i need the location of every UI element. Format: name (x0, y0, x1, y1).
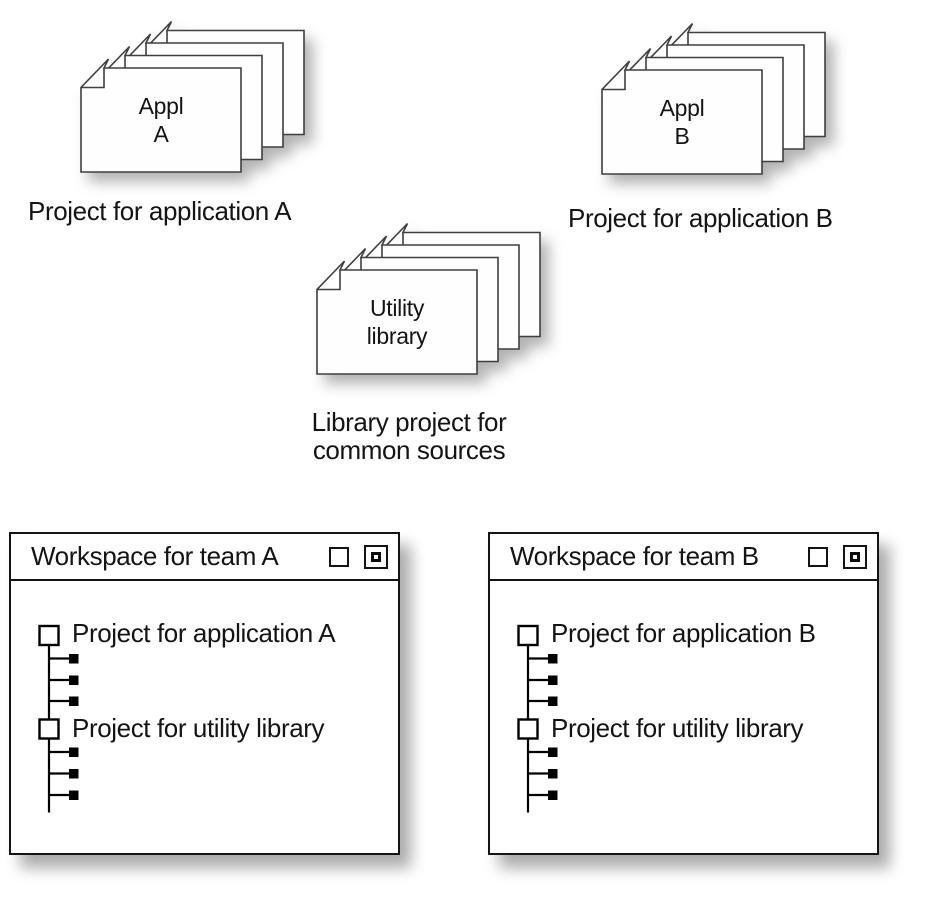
caption-text: Project for application B (568, 203, 833, 233)
window-titlebar[interactable]: Workspace for team B (490, 534, 877, 581)
empty-square-button-icon[interactable] (329, 547, 349, 567)
stack-front-page-label: Appl A (81, 68, 241, 172)
tree-leaf-square (69, 654, 79, 664)
nested-square-inner-icon (371, 552, 381, 562)
tree-leaf-square (69, 790, 79, 800)
caption-text: Project for application A (28, 196, 292, 226)
project-stack-appl-a: Appl A (78, 19, 318, 179)
stacked-documents-icon (601, 22, 826, 175)
tree-item-label[interactable]: Project for utility library (72, 713, 325, 743)
stack-label-line: library (366, 323, 428, 349)
stack-label-line: Utility (369, 295, 425, 321)
stack-front-page-label: Utility library (317, 270, 477, 374)
stack-caption-appl-a: Project for application A (28, 196, 292, 226)
empty-square-button-icon[interactable] (808, 547, 828, 567)
nested-square-button-icon[interactable] (843, 545, 867, 569)
tree-leaf-square (69, 747, 79, 757)
nested-square-button-icon[interactable] (364, 545, 388, 569)
tree-node-square[interactable] (38, 718, 60, 740)
tree-leaf-square (548, 769, 558, 779)
window-title: Workspace for team B (510, 541, 759, 571)
tree-item-label[interactable]: Project for utility library (551, 713, 804, 743)
tree-item-label[interactable]: Project for application A (72, 618, 336, 648)
tree-node-square[interactable] (517, 624, 539, 647)
window-title: Workspace for team A (31, 541, 279, 571)
tree-leaf-square (548, 747, 558, 757)
tree-leaf-square (69, 696, 79, 706)
tree-item-label[interactable]: Project for application B (551, 618, 816, 648)
tree-node-square[interactable] (517, 718, 539, 740)
stack-label-line: Appl (138, 93, 184, 119)
caption-text: common sources (312, 435, 506, 465)
tree-node-square[interactable] (38, 624, 60, 647)
tree-leaf-square (548, 675, 558, 685)
tree-leaf-square (548, 654, 558, 664)
stacked-documents-icon (80, 20, 305, 173)
nested-square-inner-icon (850, 552, 860, 562)
project-tree (38, 624, 79, 813)
stack-label-line: A (153, 121, 169, 147)
project-stack-appl-b: Appl B (599, 21, 839, 181)
project-stack-utility: Utility library (314, 221, 554, 381)
stack-label-line: Appl (659, 95, 705, 121)
stack-front-page-label: Appl B (602, 70, 762, 174)
tree-leaf-square (69, 675, 79, 685)
tree-leaf-square (548, 696, 558, 706)
stack-caption-appl-b: Project for application B (568, 204, 833, 232)
workspace-window-team-b: Workspace for team B Project for applica… (488, 532, 879, 855)
project-tree (517, 624, 558, 813)
window-titlebar[interactable]: Workspace for team A (11, 534, 398, 581)
stack-caption-utility: Library project for common sources (289, 408, 529, 464)
stacked-documents-icon (316, 222, 541, 375)
caption-text: Library project for (311, 407, 507, 437)
tree-leaf-square (548, 790, 558, 800)
stack-label-line: B (674, 123, 690, 149)
workspace-window-team-a: Workspace for team A Project for applica… (9, 532, 400, 855)
tree-leaf-square (69, 769, 79, 779)
